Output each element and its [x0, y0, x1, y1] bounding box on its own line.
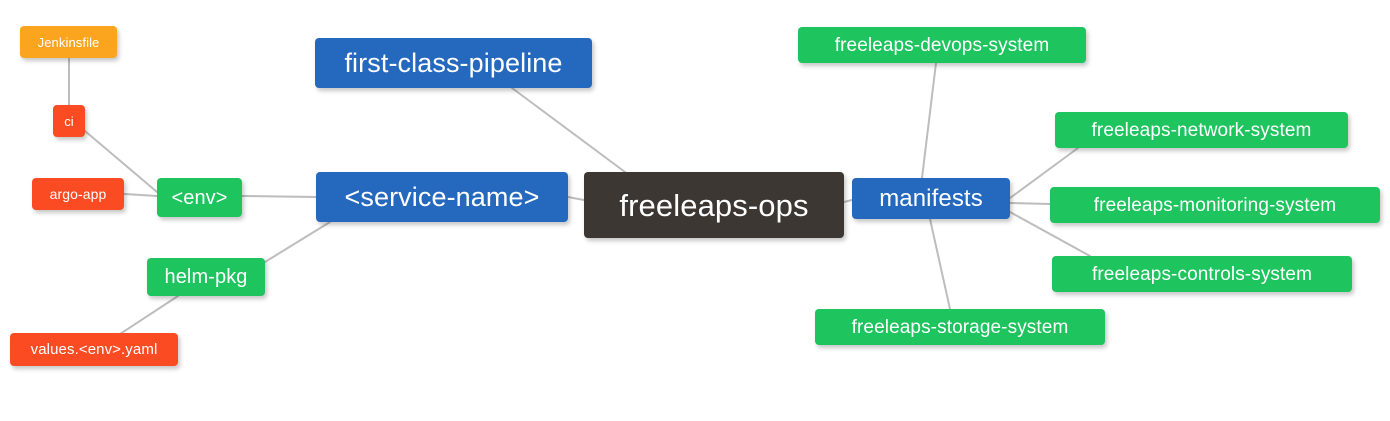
mindmap-node-label-env: <env>	[171, 186, 228, 209]
edge-service-name-to-helm-pkg	[264, 221, 331, 263]
mindmap-node-ci[interactable]: ci	[53, 105, 85, 137]
mindmap-node-label-helm-pkg: helm-pkg	[164, 266, 248, 288]
mindmap-node-label-freeleaps-ops: freeleaps-ops	[619, 187, 809, 223]
mindmap-node-service-name[interactable]: <service-name>	[316, 172, 568, 222]
mindmap-node-label-freeleaps-network-system: freeleaps-network-system	[1091, 119, 1312, 141]
edge-argo-app-to-env	[123, 193, 158, 197]
mindmap-node-argo-app[interactable]: argo-app	[32, 178, 124, 210]
edge-env-to-service-name	[241, 195, 317, 198]
mindmap-node-freeleaps-ops[interactable]: freeleaps-ops	[584, 172, 844, 238]
mindmap-node-label-jenkinsfile: Jenkinsfile	[37, 34, 100, 50]
mindmap-node-label-manifests: manifests	[879, 184, 983, 212]
mindmap-node-label-first-class-pipeline: first-class-pipeline	[344, 47, 563, 78]
mindmap-node-helm-pkg[interactable]: helm-pkg	[147, 258, 265, 296]
mindmap-node-freeleaps-controls-system[interactable]: freeleaps-controls-system	[1052, 256, 1352, 292]
edge-manifests-to-freeleaps-monitoring-system	[1009, 202, 1051, 205]
mindmap-node-label-values-env-yaml: values.<env>.yaml	[30, 341, 158, 358]
edge-first-class-pipeline-to-freeleaps-ops	[511, 87, 626, 173]
mindmap-node-label-service-name: <service-name>	[344, 181, 540, 212]
mindmap-node-freeleaps-devops-system[interactable]: freeleaps-devops-system	[798, 27, 1086, 63]
mindmap-node-freeleaps-network-system[interactable]: freeleaps-network-system	[1055, 112, 1348, 148]
edge-manifests-to-freeleaps-devops-system	[921, 62, 937, 179]
mindmap-node-label-freeleaps-monitoring-system: freeleaps-monitoring-system	[1093, 194, 1337, 216]
edge-service-name-to-freeleaps-ops	[567, 196, 585, 201]
mindmap-node-label-freeleaps-devops-system: freeleaps-devops-system	[834, 34, 1050, 56]
edge-manifests-to-freeleaps-storage-system	[929, 218, 951, 310]
mindmap-node-label-freeleaps-storage-system: freeleaps-storage-system	[851, 316, 1069, 338]
mindmap-node-label-ci: ci	[64, 113, 74, 129]
edge-freeleaps-ops-to-manifests	[843, 199, 853, 203]
mindmap-node-values-env-yaml[interactable]: values.<env>.yaml	[10, 333, 178, 366]
mindmap-node-label-argo-app: argo-app	[49, 186, 107, 202]
mindmap-node-freeleaps-storage-system[interactable]: freeleaps-storage-system	[815, 309, 1105, 345]
mindmap-node-first-class-pipeline[interactable]: first-class-pipeline	[315, 38, 592, 88]
mindmap-node-label-freeleaps-controls-system: freeleaps-controls-system	[1091, 263, 1313, 285]
mindmap-node-manifests[interactable]: manifests	[852, 178, 1010, 219]
edge-helm-pkg-to-values-env-yaml	[119, 295, 179, 335]
mindmap-node-env[interactable]: <env>	[157, 178, 242, 217]
mindmap-node-freeleaps-monitoring-system[interactable]: freeleaps-monitoring-system	[1050, 187, 1380, 223]
mindmap-node-jenkinsfile[interactable]: Jenkinsfile	[20, 26, 117, 58]
